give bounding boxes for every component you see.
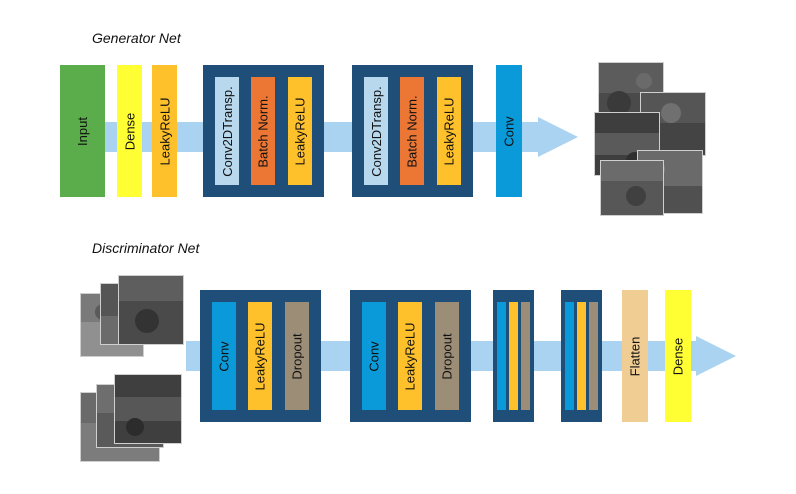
discriminator-block-3 [493, 290, 534, 422]
leakyrelu-layer: LeakyReLU [152, 65, 177, 197]
batchnorm-label: Batch Norm. [404, 94, 420, 168]
batchnorm-layer: Batch Norm. [251, 77, 275, 185]
dense-label: Dense [670, 337, 686, 375]
batchnorm-label: Batch Norm. [255, 94, 271, 168]
generator-title: Generator Net [92, 30, 181, 46]
leakyrelu-layer: LeakyReLU [288, 77, 312, 185]
dense-layer-label: Dense [122, 112, 138, 150]
flatten-label: Flatten [627, 336, 643, 376]
leakyrelu-layer: LeakyReLU [248, 302, 272, 410]
conv-label: Conv [216, 340, 232, 372]
leakyrelu-label: LeakyReLU [402, 322, 418, 390]
conv2dtransp-layer: Conv2DTransp. [364, 77, 388, 185]
generator-block-1: Conv2DTransp. Batch Norm. LeakyReLU [203, 65, 324, 197]
discriminator-title: Discriminator Net [92, 240, 200, 256]
leakyrelu-label: LeakyReLU [441, 97, 457, 165]
dropout-layer [521, 302, 530, 410]
discriminator-block-1: Conv LeakyReLU Dropout [200, 290, 321, 422]
conv2dtransp-layer: Conv2DTransp. [215, 77, 239, 185]
leakyrelu-layer: LeakyReLU [437, 77, 461, 185]
generator-arrow-head [538, 117, 578, 157]
leakyrelu-layer [509, 302, 518, 410]
dropout-label: Dropout [439, 332, 455, 380]
leakyrelu-layer: LeakyReLU [398, 302, 422, 410]
conv-label: Conv [366, 340, 382, 372]
conv2dtransp-label: Conv2DTransp. [368, 85, 384, 177]
generated-image [600, 160, 664, 216]
conv-layer [497, 302, 506, 410]
dropout-layer: Dropout [285, 302, 309, 410]
input-image [114, 374, 182, 444]
discriminator-arrow-head [696, 336, 736, 376]
dropout-layer: Dropout [435, 302, 459, 410]
conv-layer: Conv [496, 65, 522, 197]
input-image [118, 275, 184, 345]
conv-layer: Conv [362, 302, 386, 410]
input-layer: Input [60, 65, 105, 197]
leakyrelu-label: LeakyReLU [252, 322, 268, 390]
leakyrelu-label: LeakyReLU [292, 97, 308, 165]
leakyrelu-layer [577, 302, 586, 410]
discriminator-block-2: Conv LeakyReLU Dropout [350, 290, 471, 422]
dense-layer: Dense [117, 65, 142, 197]
conv-layer-label: Conv [501, 115, 517, 147]
conv-layer [565, 302, 574, 410]
conv2dtransp-label: Conv2DTransp. [219, 85, 235, 177]
flatten-layer: Flatten [622, 290, 648, 422]
dropout-label: Dropout [289, 332, 305, 380]
leakyrelu-layer-label: LeakyReLU [157, 97, 172, 165]
dense-layer: Dense [665, 290, 691, 422]
batchnorm-layer: Batch Norm. [400, 77, 424, 185]
dropout-layer [589, 302, 598, 410]
discriminator-block-4 [561, 290, 602, 422]
generator-block-2: Conv2DTransp. Batch Norm. LeakyReLU [352, 65, 473, 197]
conv-layer: Conv [212, 302, 236, 410]
input-layer-label: Input [74, 116, 90, 146]
